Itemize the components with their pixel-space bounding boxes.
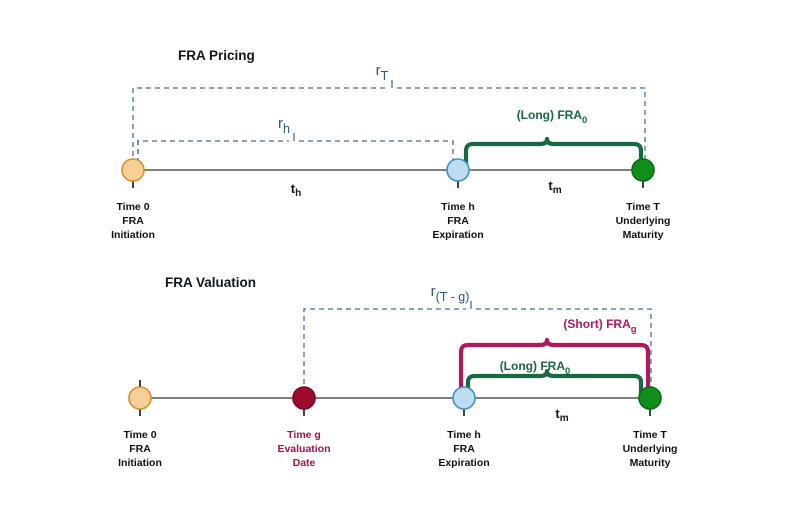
pricing-interval-tm: tm [548,178,561,196]
svg-text:Maturity: Maturity [630,457,671,469]
pricing-node-maturity[interactable] [631,158,655,182]
pricing-title: FRA Pricing [178,48,255,63]
pricing-interval-th: th [291,181,301,199]
valuation-bracket-long-fra0: (Long) FRA0 [465,359,644,403]
pricing-rate-bracket-rh: rh [137,115,454,163]
pricing-bracket-long-fra0-label: (Long) FRA0 [517,108,588,126]
valuation-node-expiration[interactable] [452,386,476,410]
svg-text:FRA: FRA [453,443,475,455]
svg-text:Expiration: Expiration [438,457,489,469]
valuation-bracket-short-frag: (Short) FRAg [458,317,651,403]
valuation-interval-tm: tm [555,406,568,424]
valuation-node-initiation[interactable] [128,386,152,410]
svg-text:Time 0: Time 0 [116,201,149,213]
pricing-node-initiation[interactable] [121,158,145,182]
pricing-node-label-t0: Time 0 FRA Initiation [111,201,155,241]
svg-text:Maturity: Maturity [623,229,664,241]
rate-label-rTg: r(T - g) [431,283,470,304]
valuation-node-label-tg: Time g Evaluation Date [277,429,330,469]
svg-text:Time T: Time T [626,201,660,213]
svg-text:FRA: FRA [129,443,151,455]
rate-label-rT: rT [376,62,389,83]
svg-text:Time h: Time h [447,429,481,441]
valuation-title: FRA Valuation [165,275,256,290]
valuation-node-label-tT: Time T Underlying Maturity [623,429,678,469]
svg-text:Underlying: Underlying [616,215,671,227]
svg-text:Initiation: Initiation [118,457,162,469]
valuation-node-label-t0: Time 0 FRA Initiation [118,429,162,469]
pricing-node-label-tT: Time T Underlying Maturity [616,201,671,241]
svg-text:Time 0: Time 0 [123,429,156,441]
svg-text:Expiration: Expiration [432,229,483,241]
pricing-node-expiration[interactable] [446,158,470,182]
pricing-bracket-long-fra0: (Long) FRA0 [463,108,644,175]
valuation-node-maturity[interactable] [638,386,662,410]
valuation-bracket-short-frag-label: (Short) FRAg [563,317,636,335]
pricing-node-label-th: Time h FRA Expiration [432,201,483,241]
valuation-node-label-th: Time h FRA Expiration [438,429,489,469]
svg-text:Initiation: Initiation [111,229,155,241]
svg-text:Time g: Time g [287,429,321,441]
svg-text:Date: Date [293,457,316,469]
rate-label-rh: rh [278,115,290,136]
valuation-node-evaluation[interactable] [292,386,316,410]
svg-text:FRA: FRA [122,215,144,227]
svg-text:Evaluation: Evaluation [277,443,330,455]
svg-text:Time T: Time T [633,429,667,441]
svg-text:Underlying: Underlying [623,443,678,455]
valuation-bracket-long-fra0-label: (Long) FRA0 [500,359,571,377]
svg-text:Time h: Time h [441,201,475,213]
svg-text:FRA: FRA [447,215,469,227]
